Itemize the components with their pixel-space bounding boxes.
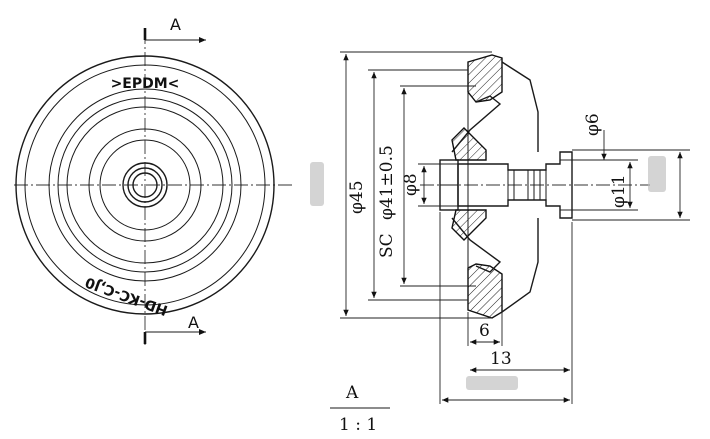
section-mark-top: A — [170, 15, 181, 34]
blurred-region-right — [648, 156, 666, 192]
outer-rim-circle — [15, 55, 275, 315]
label-sc-diameter: φ41±0.5 — [377, 145, 397, 220]
label-shaft-outer: φ6 — [583, 113, 603, 136]
label-outer-diameter: φ45 — [347, 180, 367, 214]
section-mark-bottom: A — [188, 313, 199, 332]
label-bore-diameter: φ8 — [401, 173, 421, 196]
label-sc-prefix: SC — [377, 233, 397, 258]
section-arrow-bottom: A — [143, 313, 206, 344]
rim-bead-bottom — [467, 263, 503, 319]
label-shaft-inner: φ11 — [609, 174, 629, 208]
rim-inner-circle — [24, 64, 266, 306]
body-outline-top — [501, 61, 539, 152]
section-label-scale: 1 : 1 — [339, 415, 377, 435]
body-outline-bottom — [501, 218, 539, 313]
bore-circle — [127, 167, 163, 203]
material-marking: >EPDM< — [111, 76, 180, 92]
section-arrow-top: A — [143, 15, 206, 43]
sealing-lip-circle — [48, 88, 242, 282]
diaphragm-circle — [57, 97, 233, 273]
blurred-region-left — [310, 162, 324, 206]
section-label: A 1 : 1 — [330, 383, 390, 435]
shaft-circle — [132, 172, 158, 198]
web-section-top — [451, 127, 487, 161]
bore-outer-circle — [122, 162, 168, 208]
front-view: A A >EPDM< HD-KC-C,J0 — [14, 15, 292, 345]
blurred-region-bottom — [466, 376, 518, 390]
web-circle — [66, 106, 224, 264]
shaft-body — [457, 151, 573, 219]
rim-bead-top — [467, 54, 503, 103]
hub-inner-circle — [99, 139, 191, 231]
section-view: φ45 SC φ41±0.5 φ8 φ6 φ11 6 13 — [310, 51, 690, 404]
section-label-name: A — [345, 383, 359, 403]
hub-outer-circle — [88, 128, 202, 242]
label-width-small: 6 — [479, 321, 490, 341]
web-section-bottom — [451, 209, 487, 241]
label-width-medium: 13 — [490, 349, 512, 369]
